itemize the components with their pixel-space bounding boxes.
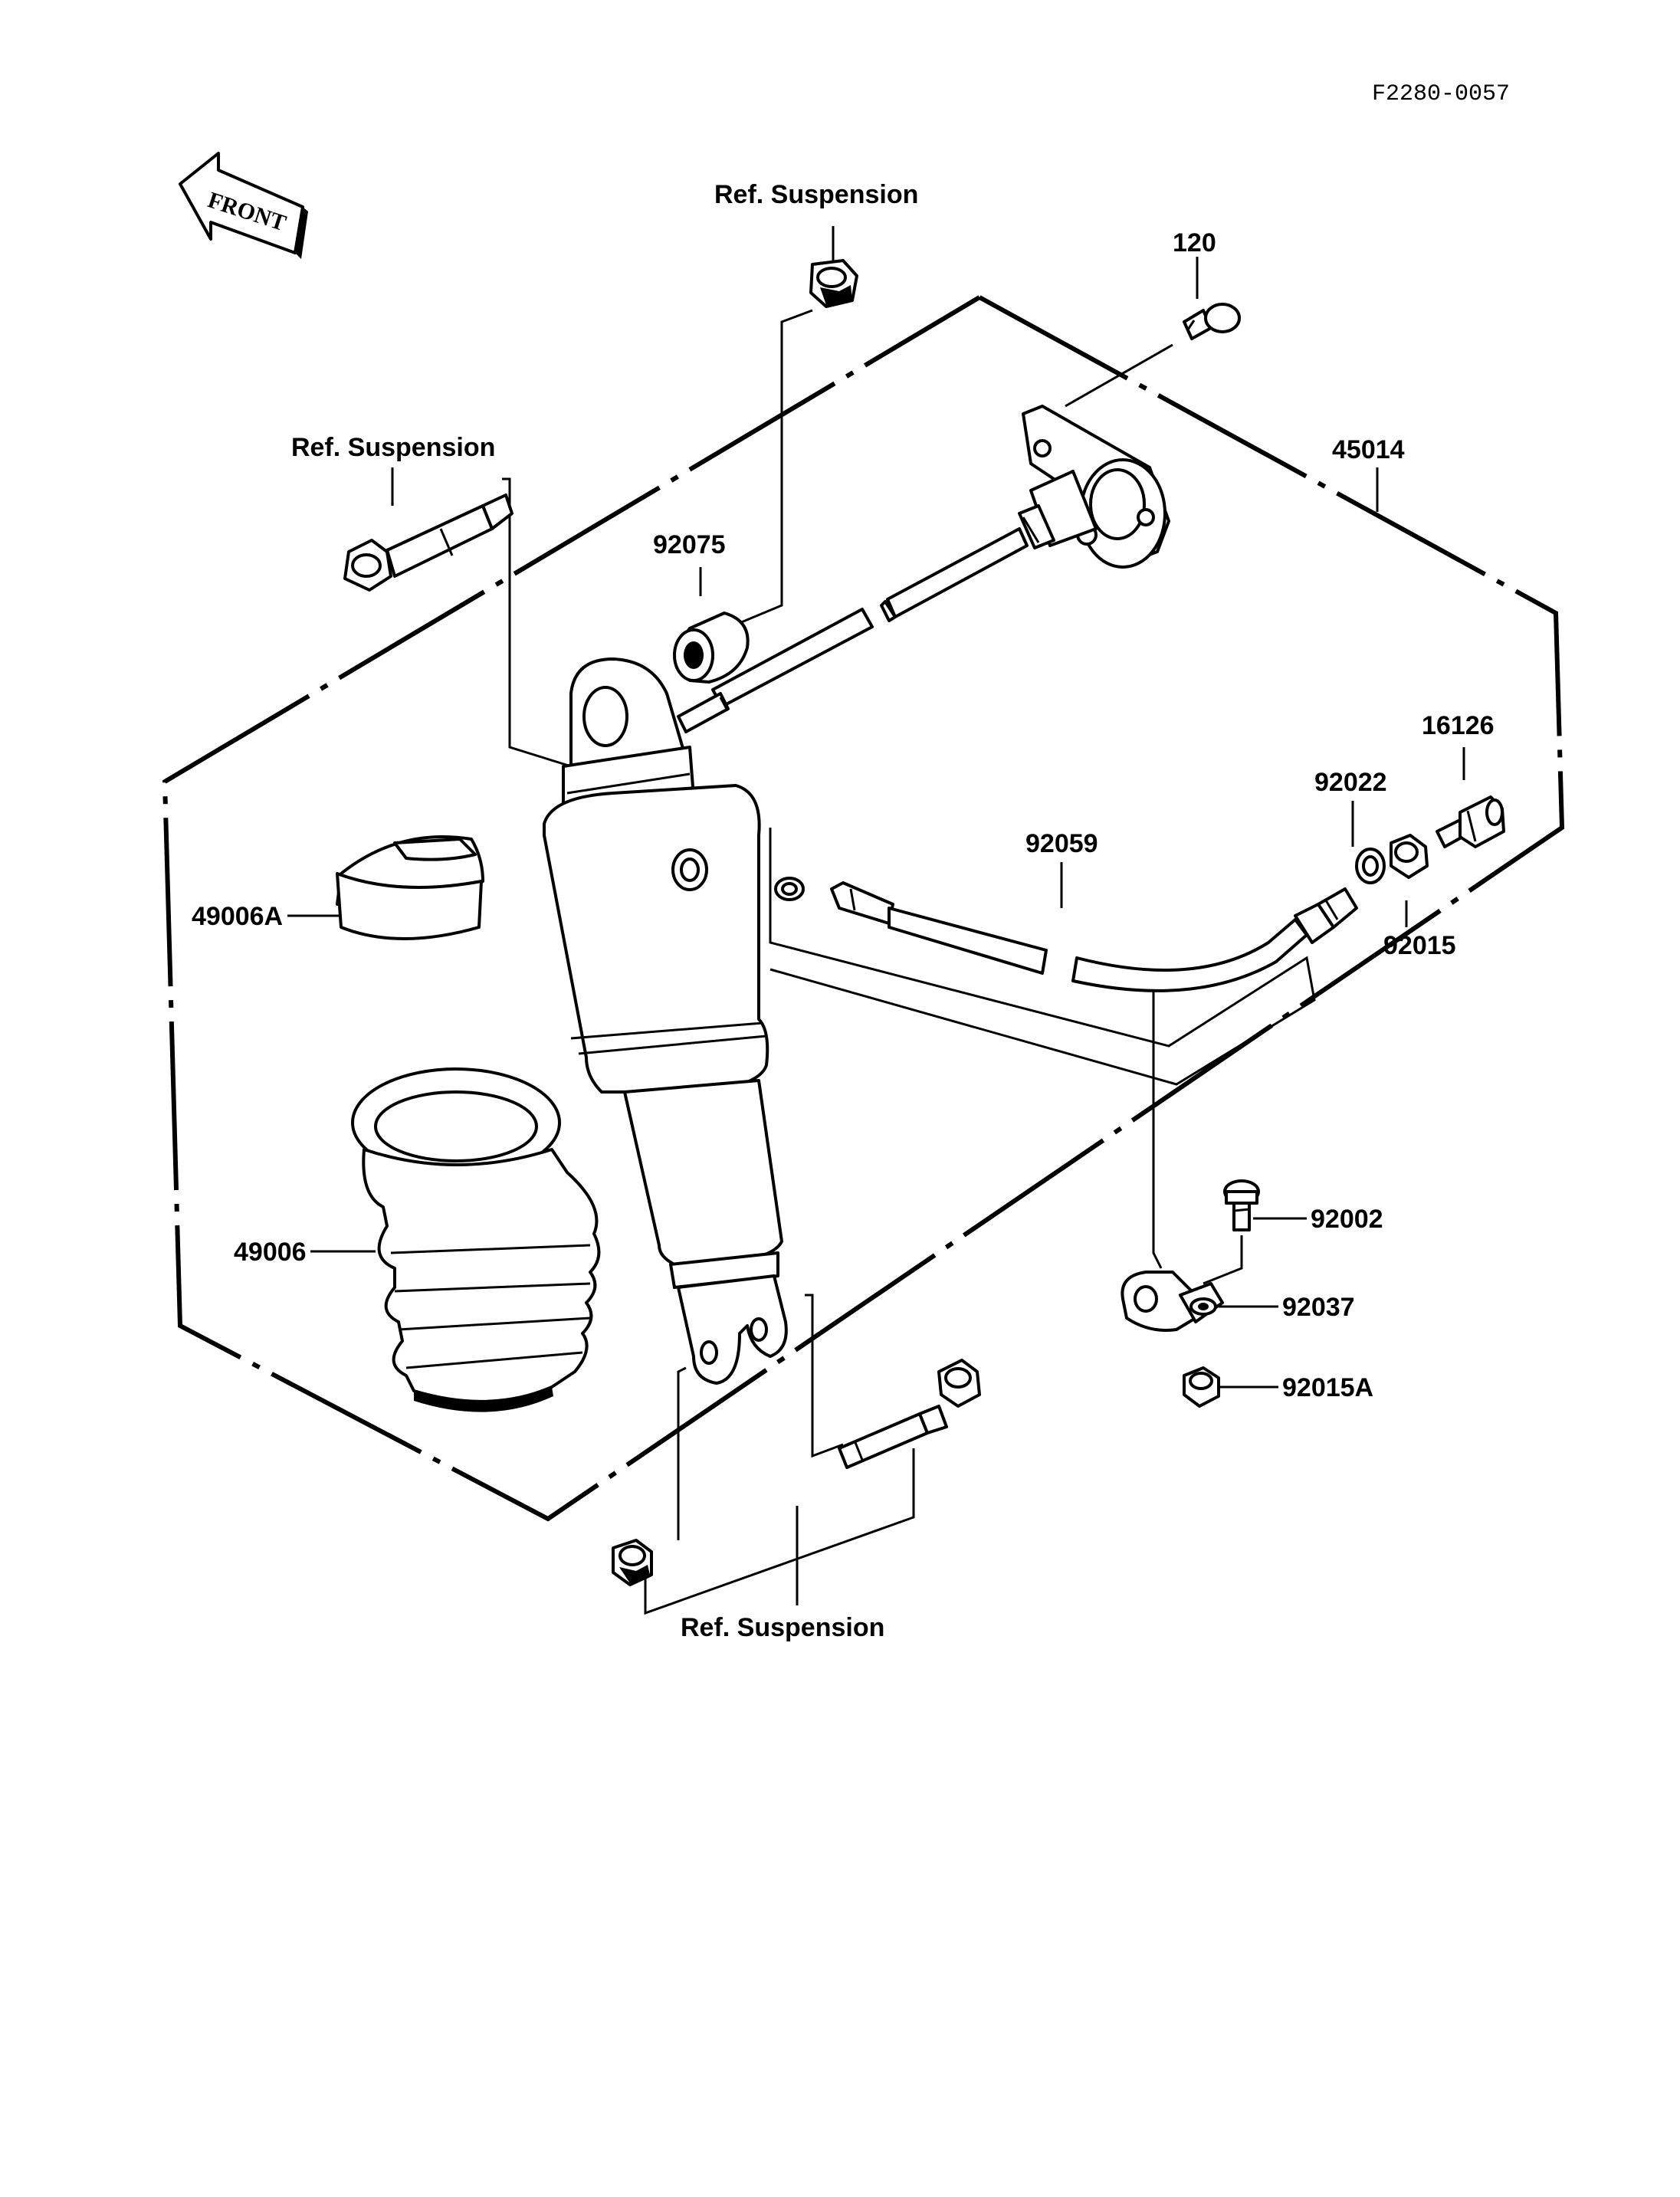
bolt-92002-icon: [1223, 1179, 1260, 1231]
knob-16126-icon: [1436, 795, 1505, 848]
part-92037-label: 92037: [1282, 1293, 1355, 1322]
front-arrow-icon: FRONT: [179, 152, 308, 259]
shock-absorber-icon: [543, 657, 788, 1385]
top-nut-icon: [809, 259, 858, 308]
ref-suspension-top-label: Ref. Suspension: [714, 180, 918, 209]
part-92002-label: 92002: [1311, 1205, 1383, 1234]
nut-92015-icon: [1390, 834, 1429, 879]
part-45014-label: 45014: [1332, 435, 1405, 464]
washer-92022-icon: [1355, 848, 1386, 884]
figure-code: F2280-0057: [1372, 81, 1510, 107]
screw-120-icon: [1183, 303, 1241, 340]
part-92022-label: 92022: [1314, 768, 1387, 797]
part-49006A-label: 49006A: [192, 902, 283, 931]
part-92015A-label: 92015A: [1282, 1373, 1373, 1402]
ref-suspension-bottom-label: Ref. Suspension: [681, 1613, 884, 1642]
adjuster-cable-icon: [677, 608, 874, 733]
part-49006-label: 49006: [234, 1238, 307, 1267]
clamp-92037-icon: [1121, 1271, 1224, 1332]
adjuster-bracket-icon: [880, 405, 1170, 622]
assembly-outline: [162, 295, 1565, 1522]
part-92075-label: 92075: [653, 530, 726, 559]
boot-49006-icon: [351, 1067, 601, 1412]
ref-suspension-left-label: Ref. Suspension: [291, 433, 495, 462]
hose-92059-icon: [774, 877, 1358, 992]
nut-92015A-icon: [1183, 1366, 1220, 1408]
part-92015-label: 92015: [1383, 931, 1456, 960]
bushing-92075-icon: [673, 612, 750, 684]
upper-bolt-icon: [343, 494, 514, 592]
part-92059-label: 92059: [1025, 829, 1098, 858]
lower-nut-icon: [612, 1539, 653, 1586]
part-120-label: 120: [1173, 228, 1216, 257]
part-16126-label: 16126: [1422, 711, 1495, 740]
cover-49006A-icon: [336, 835, 484, 940]
leader-lines: [287, 226, 1465, 1615]
lower-bolt-icon: [838, 1359, 981, 1469]
